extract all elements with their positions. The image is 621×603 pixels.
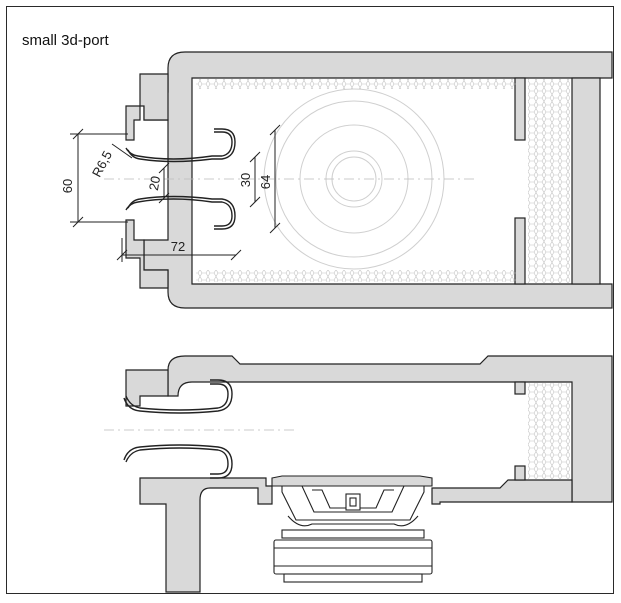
bottom-lower-wall-right: [431, 479, 573, 505]
top-view: [125, 51, 613, 309]
dim-20: 20: [146, 175, 163, 192]
driver-magnet-plate: [281, 529, 425, 539]
top-partition-lower: [514, 217, 526, 285]
driver-basket: [281, 485, 425, 521]
top-baffle-upper: [125, 73, 169, 141]
dim-r65: R6,5: [89, 148, 115, 179]
top-damping: [196, 79, 570, 283]
top-baffle-lower: [125, 219, 169, 289]
driver-frame: [271, 475, 433, 487]
dim-72: 72: [171, 239, 185, 254]
bottom-partition-upper: [514, 381, 526, 395]
top-port-tube: [125, 128, 236, 230]
bottom-partition-lower: [514, 465, 526, 481]
driver-magnet: [273, 539, 433, 575]
top-partition-upper: [514, 77, 526, 141]
bottom-baffle-upper: [125, 369, 169, 407]
driver-side-view: [271, 475, 433, 583]
dim-64: 64: [258, 175, 273, 189]
dim-30: 30: [238, 173, 253, 187]
dim-60: 60: [60, 179, 75, 193]
bottom-port-tube: [123, 379, 233, 479]
top-back-wall: [571, 77, 601, 285]
driver-backplate: [283, 573, 423, 583]
bottom-view: [125, 355, 613, 593]
dimension-lines-top: [70, 124, 281, 262]
driver-spider: [287, 515, 419, 527]
bottom-damping: [528, 383, 570, 479]
bottom-lower-wall: [139, 477, 273, 593]
bottom-top-wall: [167, 355, 613, 503]
drawing-title: small 3d-port: [22, 32, 109, 49]
